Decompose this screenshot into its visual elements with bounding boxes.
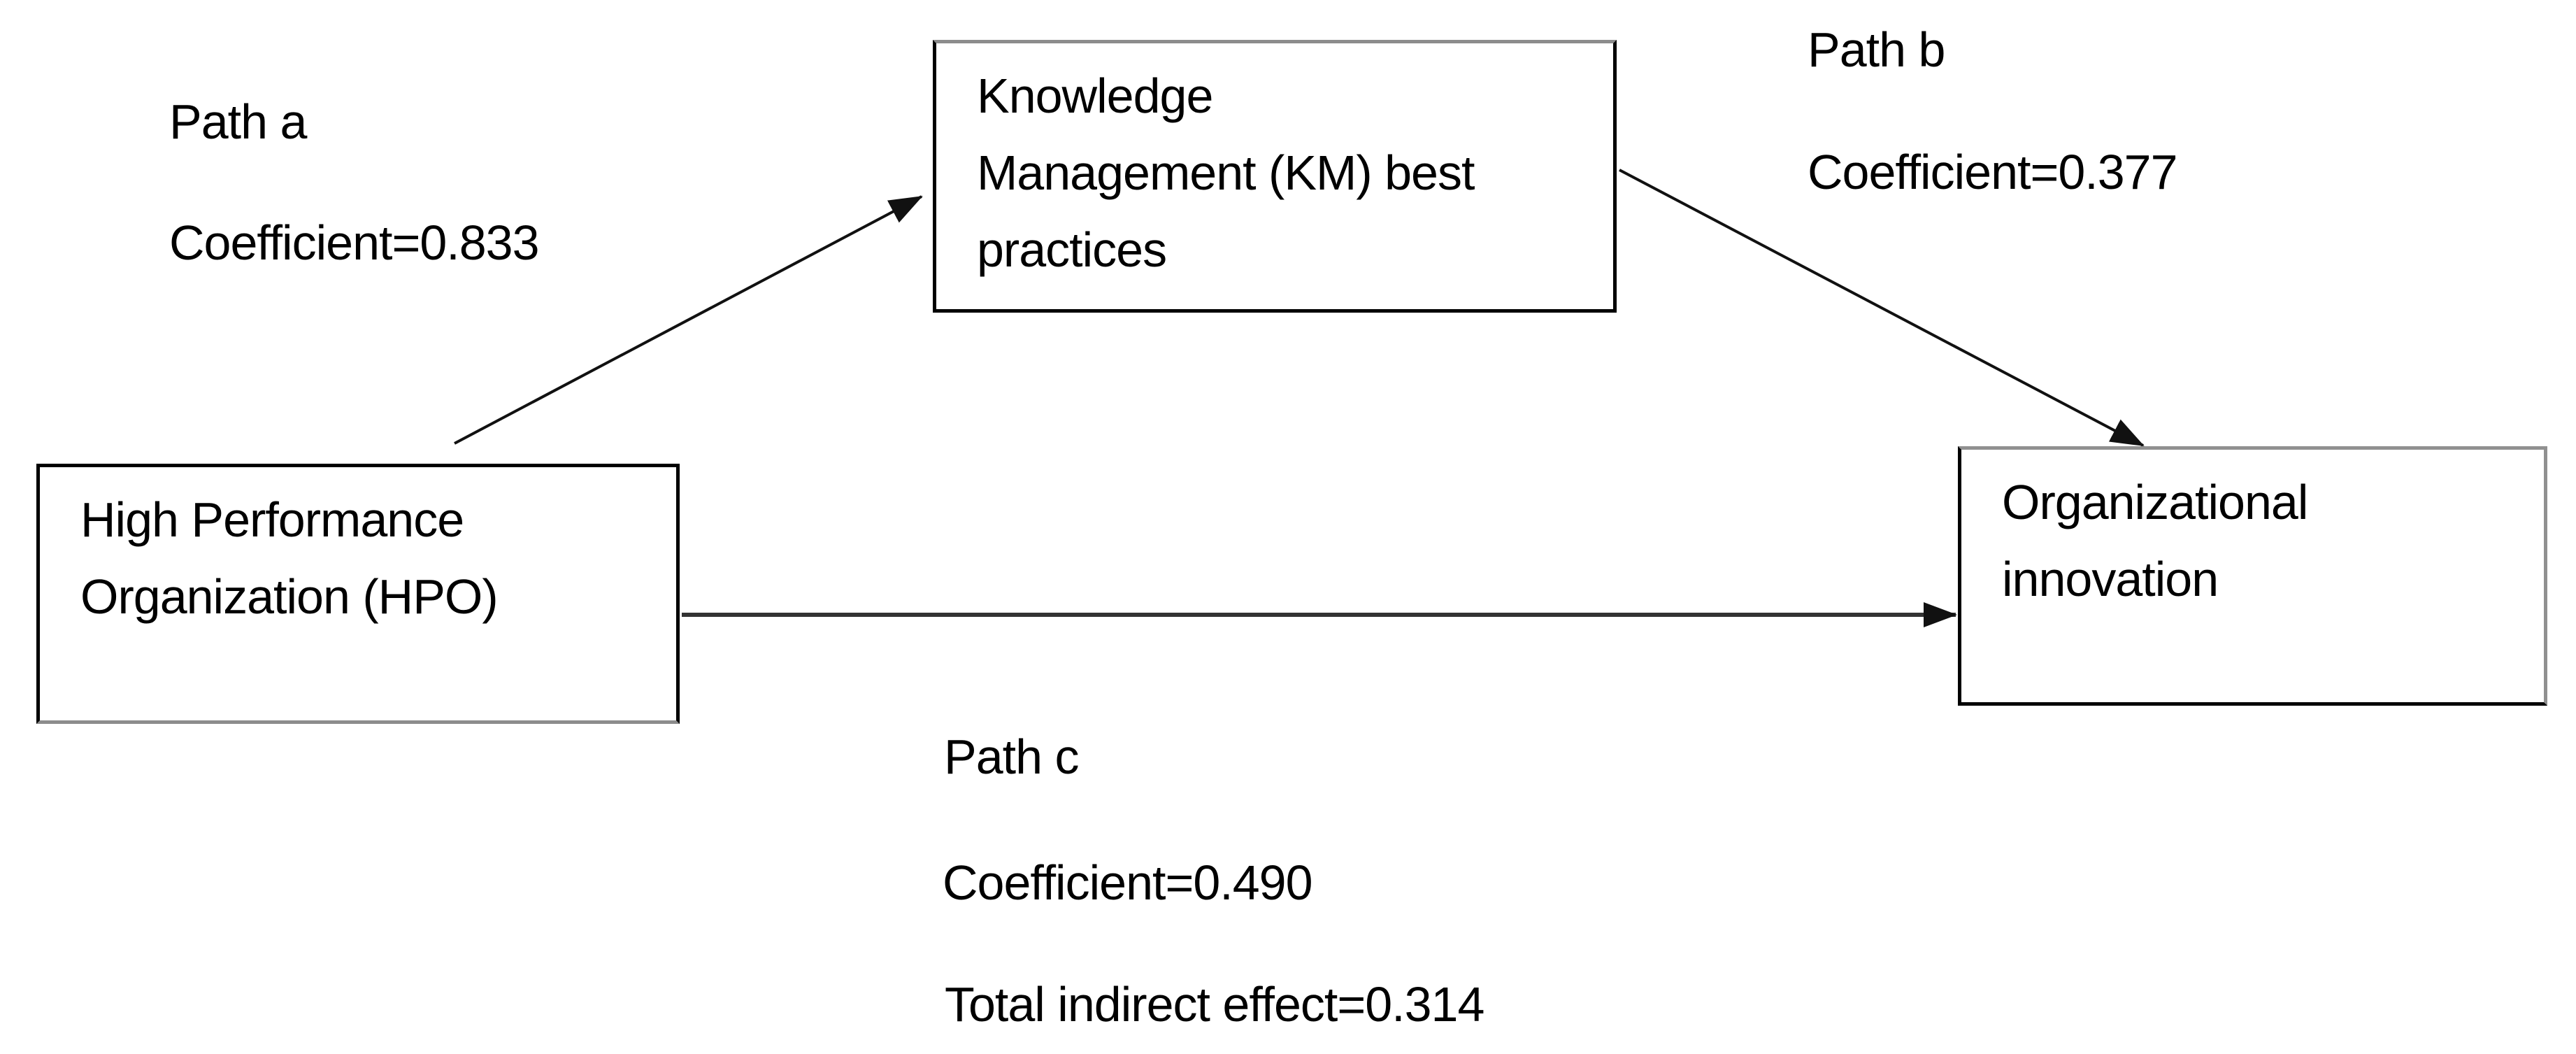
path-b-coefficient-label: Coefficient=0.377 xyxy=(1808,145,2178,199)
path-b-arrow xyxy=(1619,169,2145,447)
path-c-label: Path c xyxy=(944,729,1079,784)
hpo-box: High Performance Organization (HPO) xyxy=(36,464,680,724)
total-indirect-effect-label: Total indirect effect=0.314 xyxy=(945,977,1484,1032)
km-box-text: Knowledge Management (KM) best practices xyxy=(936,43,1613,288)
km-box-line-3: practices xyxy=(977,222,1167,277)
path-c-coefficient-label: Coefficient=0.490 xyxy=(943,855,1313,910)
km-box-line-1: Knowledge xyxy=(977,69,1213,123)
km-box-line-2: Management (KM) best xyxy=(977,145,1475,200)
km-box: Knowledge Management (KM) best practices xyxy=(933,40,1617,313)
hpo-box-line-1: High Performance xyxy=(80,492,464,547)
organizational-innovation-box: Organizational innovation xyxy=(1958,446,2547,706)
path-a-label: Path a xyxy=(169,94,307,149)
path-b-label: Path b xyxy=(1808,22,1945,77)
path-a-coefficient-label: Coefficient=0.833 xyxy=(169,215,540,270)
hpo-box-line-2: Organization (HPO) xyxy=(80,569,499,624)
hpo-box-text: High Performance Organization (HPO) xyxy=(40,467,676,635)
oi-box-line-1: Organizational xyxy=(2002,475,2308,529)
oi-box-line-2: innovation xyxy=(2002,552,2219,606)
organizational-innovation-box-text: Organizational innovation xyxy=(1961,450,2544,618)
